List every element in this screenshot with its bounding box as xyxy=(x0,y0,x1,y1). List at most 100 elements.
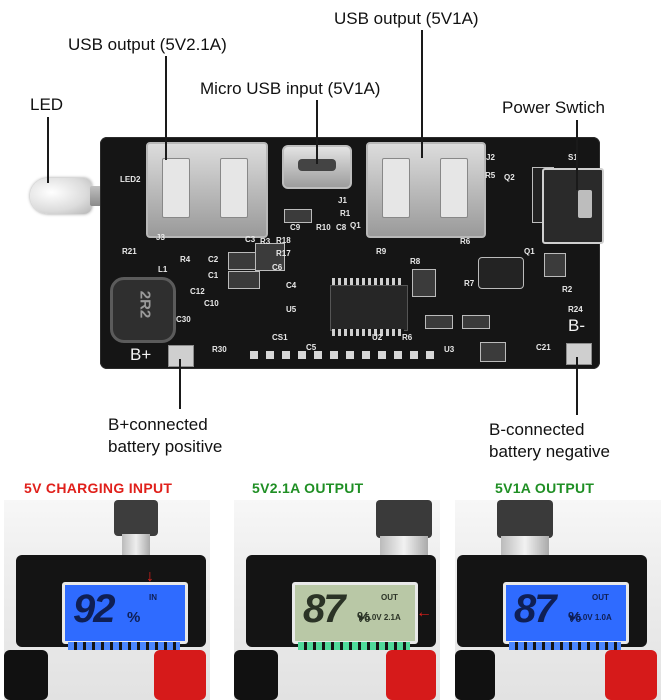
silk-label: R17 xyxy=(276,249,291,258)
usb-cable xyxy=(376,500,432,538)
silk-label: R4 xyxy=(180,255,191,264)
silk-label: R5 xyxy=(485,171,496,180)
smd-component xyxy=(412,269,436,297)
red-clip xyxy=(386,650,436,700)
lcd-bar-segments xyxy=(68,642,180,650)
lcd-display: 92 % IN xyxy=(62,582,188,644)
photo-5v1a-output: 87 % OUT ▶5.0V 1.0A xyxy=(455,500,661,700)
lcd-percent-sign: % xyxy=(127,609,141,626)
silk-label: R21 xyxy=(122,247,137,256)
section-title-charging: 5V CHARGING INPUT xyxy=(24,480,173,496)
leader-b-minus xyxy=(576,357,578,415)
callout-usb-output-5v2-1a: USB output (5V2.1A) xyxy=(68,35,227,54)
silk-label: C2 xyxy=(208,255,219,264)
silk-label: C12 xyxy=(190,287,205,296)
usb-port-5v1a xyxy=(366,142,486,238)
red-clip xyxy=(605,650,657,700)
silk-label: R1 xyxy=(340,209,351,218)
silk-label: J2 xyxy=(486,153,495,162)
smd-component xyxy=(478,257,524,289)
silk-label: R18 xyxy=(276,236,291,245)
lcd-value: 87 xyxy=(303,587,345,631)
lcd-indicator: OUT xyxy=(381,593,398,602)
leader-b-plus xyxy=(179,359,181,409)
silk-label: C9 xyxy=(290,223,301,232)
silk-label: C5 xyxy=(306,343,317,352)
leader-power-switch xyxy=(576,120,578,190)
power-switch xyxy=(542,168,604,244)
inductor-l1: 2R2 xyxy=(110,277,176,343)
silk-label: R10 xyxy=(316,223,331,232)
callout-power-switch: Power Swtich xyxy=(502,98,605,117)
section-title-5v1a: 5V1A OUTPUT xyxy=(495,480,595,496)
black-clip xyxy=(455,650,495,700)
usb-port-slot xyxy=(220,158,248,218)
lcd-indicator: OUT xyxy=(592,593,609,602)
callout-b-minus-line1: B-connected xyxy=(489,420,585,439)
silk-label: R8 xyxy=(410,257,421,266)
silk-label: R30 xyxy=(212,345,227,354)
lcd-readout: ▶5.0V 2.1A xyxy=(359,613,401,622)
usb-cable xyxy=(497,500,553,538)
micro-usb-slot xyxy=(298,159,336,171)
lcd-bar-segments xyxy=(509,642,621,650)
silk-label: R6 xyxy=(460,237,471,246)
callout-b-minus-line2: battery negative xyxy=(489,442,610,461)
silk-label: CS1 xyxy=(272,333,288,342)
silk-label: C4 xyxy=(286,281,297,290)
switch-actuator xyxy=(578,190,592,218)
usb-port-slot xyxy=(162,158,190,218)
smd-component xyxy=(544,253,566,277)
silk-label: U3 xyxy=(444,345,455,354)
red-arrow-icon: ↓ xyxy=(146,568,154,585)
leader-led xyxy=(47,117,49,183)
callout-b-plus-line1: B+connected xyxy=(108,415,208,434)
battery-positive-pad xyxy=(168,345,194,367)
silk-label: R2 xyxy=(562,285,573,294)
main-controller-ic xyxy=(330,285,408,331)
red-arrow-icon: ← xyxy=(416,604,432,621)
usb-port-5v2-1a xyxy=(146,142,268,238)
black-clip xyxy=(234,650,278,700)
silk-b-plus: B+ xyxy=(130,345,152,364)
smd-component xyxy=(255,243,285,271)
silk-label: R9 xyxy=(376,247,387,256)
silk-label: Q1 xyxy=(350,221,361,230)
led-component xyxy=(30,178,92,214)
lcd-percent-sign: % xyxy=(568,609,582,626)
smd-component xyxy=(462,315,490,329)
pcb-board: 2R2 B+ B- LED2 J3 J1 J2 S1 R5 Q2 R1 R10 … xyxy=(100,137,600,369)
section-title-5v2-1a: 5V2.1A OUTPUT xyxy=(252,480,364,496)
ic-pins-top xyxy=(332,278,404,285)
smd-component xyxy=(425,315,453,329)
callout-led: LED xyxy=(30,95,64,114)
callout-micro-usb-input: Micro USB input (5V1A) xyxy=(200,79,381,98)
silk-label: Q1 xyxy=(524,247,535,256)
silk-label: R3 xyxy=(260,237,271,246)
lcd-display: 87 % OUT ▶5.0V 2.1A xyxy=(292,582,418,644)
red-clip xyxy=(154,650,206,700)
silk-label: C21 xyxy=(536,343,551,352)
callout-b-plus-line2: battery positive xyxy=(108,437,223,456)
leader-usb-left xyxy=(165,56,167,160)
silk-label: LED2 xyxy=(120,175,141,184)
usb-port-slot xyxy=(382,158,410,218)
smd-component xyxy=(228,271,260,289)
smd-component xyxy=(284,209,312,223)
smd-component xyxy=(480,342,506,362)
leader-micro-usb xyxy=(316,100,318,164)
lcd-percent-sign: % xyxy=(357,609,371,626)
silk-label: R6 xyxy=(402,333,413,342)
usb-cable xyxy=(114,500,158,536)
silk-label: R24 xyxy=(568,305,583,314)
silk-label: U5 xyxy=(286,305,297,314)
black-clip xyxy=(4,650,48,700)
silk-label: C8 xyxy=(336,223,347,232)
lcd-value: 92 xyxy=(73,587,115,631)
usb-port-slot xyxy=(440,158,468,218)
silk-label: U2 xyxy=(372,333,383,342)
silk-label: J1 xyxy=(338,196,347,205)
silk-label: C30 xyxy=(176,315,191,324)
lcd-readout: ▶5.0V 1.0A xyxy=(570,613,612,622)
lcd-value: 87 xyxy=(514,587,556,631)
